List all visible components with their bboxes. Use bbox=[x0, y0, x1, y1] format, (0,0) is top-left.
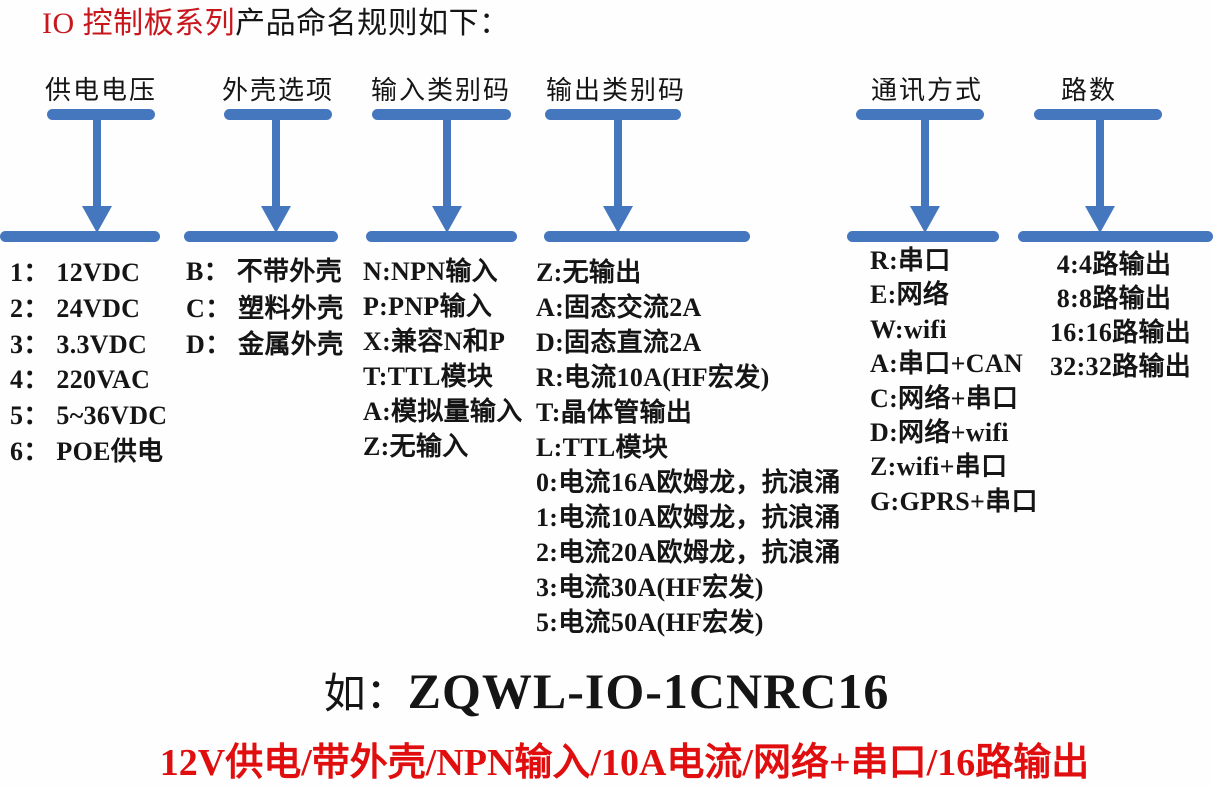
option-item: 5： 5~36VDC bbox=[10, 401, 168, 431]
option-list: B： 不带外壳 C： 塑料外壳 D： 金属外壳 bbox=[186, 254, 343, 364]
down-arrow-stem bbox=[614, 118, 622, 210]
option-item: W:wifi bbox=[870, 314, 947, 344]
option-item: D:网络+wifi bbox=[870, 418, 1009, 448]
title-highlight: IO 控制板系列 bbox=[42, 7, 236, 40]
arrow-top-bar bbox=[372, 109, 511, 120]
option-list: Z:无输出 A:固态交流2A D:固态直流2A R:电流10A(HF宏发) T:… bbox=[536, 255, 841, 640]
option-item: A:串口+CAN bbox=[870, 349, 1023, 379]
option-item: D： 金属外壳 bbox=[186, 330, 344, 359]
arrow-top-bar bbox=[47, 109, 155, 120]
option-item: 1： 12VDC bbox=[10, 258, 141, 287]
arrow-bottom-bar bbox=[544, 231, 750, 242]
option-item: 3:电流30A(HF宏发) bbox=[536, 573, 764, 602]
column-header: 输入类别码 bbox=[370, 76, 512, 105]
option-item: G:GPRS+串口 bbox=[870, 486, 1038, 516]
down-arrow-stem bbox=[1096, 118, 1104, 210]
column-header: 外壳选项 bbox=[221, 76, 335, 105]
option-item: B： 不带外壳 bbox=[186, 257, 342, 286]
option-item: Z:无输入 bbox=[363, 432, 469, 461]
example-model-number: ZQWL-IO-1CNRC16 bbox=[407, 663, 890, 719]
column-header: 通讯方式 bbox=[870, 76, 984, 105]
arrow-top-bar bbox=[224, 109, 332, 120]
example-breakdown: 12V供电/带外壳/NPN输入/10A电流/网络+串口/16路输出 bbox=[159, 742, 1090, 784]
option-item: L:TTL模块 bbox=[536, 433, 669, 462]
option-item: 3： 3.3VDC bbox=[10, 329, 148, 359]
column-header: 路数 bbox=[1060, 76, 1118, 105]
down-arrow-stem bbox=[272, 118, 280, 210]
option-item: Z:无输出 bbox=[536, 258, 642, 287]
arrow-top-bar bbox=[1034, 109, 1162, 120]
option-item: T:TTL模块 bbox=[363, 362, 494, 391]
option-item: A:模拟量输入 bbox=[363, 397, 523, 426]
option-list: 1： 12VDC 2： 24VDC 3： 3.3VDC 4： 220VAC 5：… bbox=[10, 255, 167, 470]
option-item: R:电流10A(HF宏发) bbox=[536, 363, 770, 392]
option-item: 0:电流16A欧姆龙，抗浪涌 bbox=[536, 468, 841, 497]
example-line: 如：ZQWL-IO-1CNRC16 bbox=[0, 660, 1213, 721]
option-item: C： 塑料外壳 bbox=[186, 293, 344, 323]
option-item: 2： 24VDC bbox=[10, 293, 141, 323]
down-arrow-head-icon bbox=[432, 206, 462, 233]
option-item: P:PNP输入 bbox=[363, 292, 493, 321]
down-arrow-stem bbox=[93, 118, 101, 210]
down-arrow-stem bbox=[921, 118, 929, 210]
arrow-bottom-bar bbox=[184, 231, 338, 242]
down-arrow-head-icon bbox=[261, 206, 291, 233]
arrow-bottom-bar bbox=[847, 231, 999, 242]
option-item: C:网络+串口 bbox=[870, 383, 1019, 413]
option-item: 8:8路输出 bbox=[1050, 284, 1172, 313]
down-arrow-head-icon bbox=[910, 206, 940, 233]
option-item: 16:16路输出 bbox=[1050, 318, 1192, 347]
down-arrow-head-icon bbox=[82, 206, 112, 233]
option-list: 4:4路输出 8:8路输出 16:16路输出 32:32路输出 bbox=[1050, 248, 1191, 384]
arrow-bottom-bar bbox=[1018, 231, 1213, 242]
option-item: T:晶体管输出 bbox=[536, 398, 693, 427]
column-header: 输出类别码 bbox=[545, 76, 687, 105]
option-list: R:串口 E:网络 W:wifi A:串口+CAN C:网络+串口 D:网络+w… bbox=[870, 244, 1038, 519]
down-arrow-head-icon bbox=[1085, 206, 1115, 233]
title-rest: 产品命名规则如下： bbox=[235, 7, 510, 40]
option-item: 32:32路输出 bbox=[1050, 352, 1192, 381]
option-item: 5:电流50A(HF宏发) bbox=[536, 608, 764, 637]
column-header: 供电电压 bbox=[44, 76, 158, 105]
option-item: 6： POE供电 bbox=[10, 436, 164, 466]
option-item: Z:wifi+串口 bbox=[870, 452, 1008, 482]
arrow-top-bar bbox=[545, 109, 681, 120]
option-item: 4:4路输出 bbox=[1050, 250, 1172, 279]
option-item: X:兼容N和P bbox=[363, 327, 506, 356]
option-item: E:网络 bbox=[870, 280, 950, 310]
option-list: N:NPN输入 P:PNP输入 X:兼容N和P T:TTL模块 A:模拟量输入 … bbox=[363, 254, 523, 464]
down-arrow-stem bbox=[443, 118, 451, 210]
down-arrow-head-icon bbox=[603, 206, 633, 233]
option-item: 2:电流20A欧姆龙，抗浪涌 bbox=[536, 538, 841, 567]
option-item: 1:电流10A欧姆龙，抗浪涌 bbox=[536, 503, 841, 532]
option-item: N:NPN输入 bbox=[363, 257, 498, 286]
example-prefix: 如： bbox=[323, 672, 408, 718]
arrow-top-bar bbox=[856, 109, 984, 120]
arrow-bottom-bar bbox=[366, 231, 517, 242]
arrow-bottom-bar bbox=[0, 231, 160, 242]
option-item: R:串口 bbox=[870, 246, 951, 275]
page-title: IO 控制板系列产品命名规则如下： bbox=[42, 4, 510, 44]
option-item: D:固态直流2A bbox=[536, 328, 702, 357]
option-item: A:固态交流2A bbox=[536, 293, 702, 322]
option-item: 4： 220VAC bbox=[10, 365, 151, 395]
